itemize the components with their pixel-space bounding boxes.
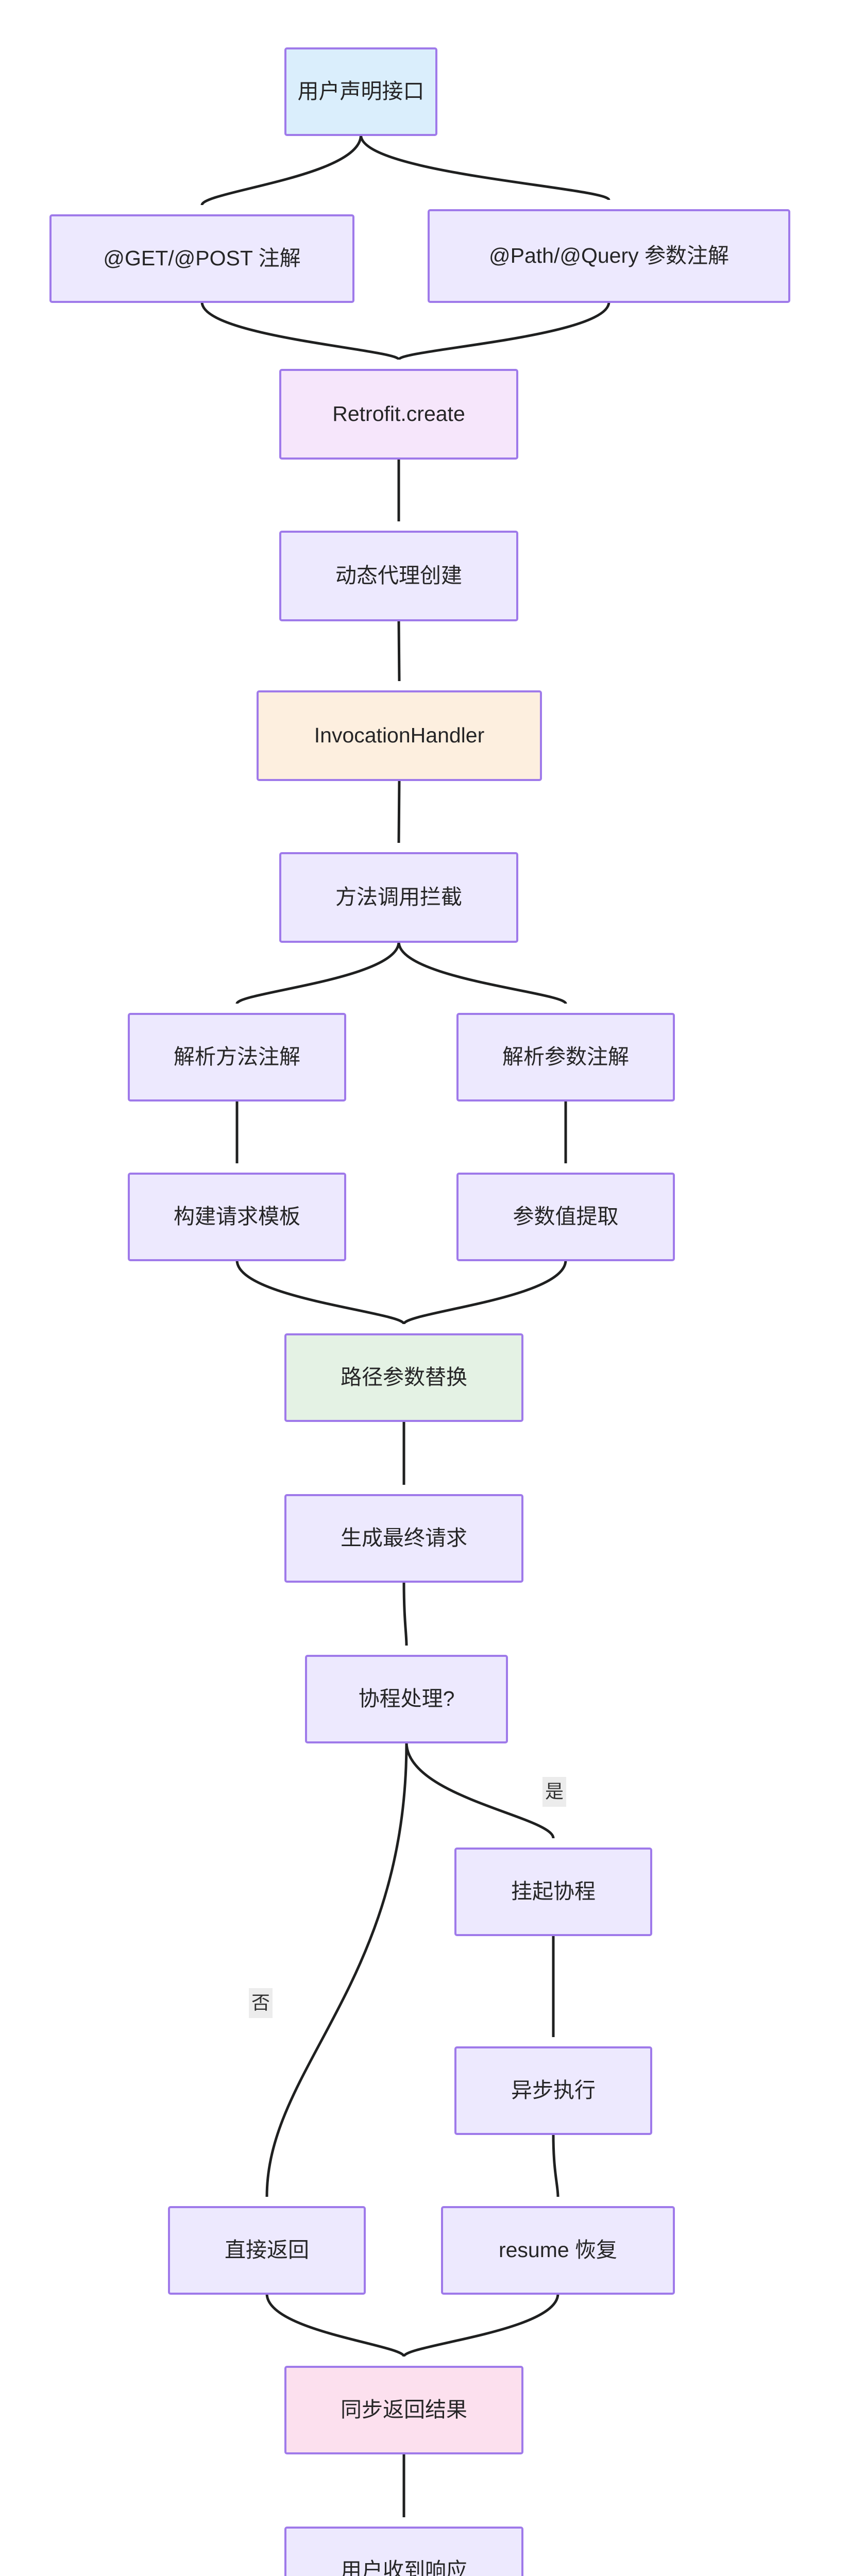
node-box xyxy=(279,369,518,460)
node-box xyxy=(168,2206,366,2295)
flow-node-n12[interactable]: 路径参数替换 xyxy=(284,1333,523,1422)
edge-n11-n12 xyxy=(402,1260,567,1325)
edge-label-no: 否 xyxy=(249,1988,273,2018)
flow-node-n16[interactable]: 异步执行 xyxy=(454,2046,652,2135)
node-label: 用户声明接口 xyxy=(298,79,425,103)
node-box xyxy=(284,2527,523,2576)
node-box xyxy=(428,209,790,303)
flow-node-n5[interactable]: 动态代理创建 xyxy=(279,531,518,621)
node-label: 异步执行 xyxy=(511,2078,596,2102)
node-box xyxy=(257,690,542,781)
edge-label-yes: 是 xyxy=(542,1777,566,1807)
flow-node-n7[interactable]: 方法调用拦截 xyxy=(279,852,518,943)
node-box xyxy=(284,47,437,136)
edge-n17-n19 xyxy=(265,2293,405,2358)
edge-n18-n19 xyxy=(402,2293,559,2358)
node-box xyxy=(305,1655,508,1743)
node-label: 方法调用拦截 xyxy=(335,885,462,909)
node-label: 解析方法注解 xyxy=(174,1045,300,1069)
node-box xyxy=(128,1173,346,1261)
edge-label-background xyxy=(249,1988,273,2018)
edge-label-text: 是 xyxy=(545,1781,564,1802)
flow-node-n9[interactable]: 解析参数注解 xyxy=(456,1013,675,1101)
flow-node-n20[interactable]: 用户收到响应 xyxy=(284,2527,523,2576)
edge-labels-layer: 是否 xyxy=(249,1777,566,2018)
node-label: 解析参数注解 xyxy=(502,1045,629,1069)
edge-label-text: 否 xyxy=(251,1992,270,2013)
node-label: resume 恢复 xyxy=(499,2238,617,2262)
node-box xyxy=(284,1333,523,1422)
node-box xyxy=(454,1848,652,1936)
node-box xyxy=(128,1013,346,1101)
node-label: 路径参数替换 xyxy=(341,1365,467,1389)
node-label: 参数值提取 xyxy=(513,1205,619,1228)
edge-n13-n14 xyxy=(402,1581,408,1646)
flow-node-n1[interactable]: 用户声明接口 xyxy=(284,47,437,136)
node-box xyxy=(454,2046,652,2135)
flow-node-n11[interactable]: 参数值提取 xyxy=(456,1173,675,1261)
node-label: @GET/@POST 注解 xyxy=(103,246,300,270)
node-label: Retrofit.create xyxy=(332,402,465,426)
flow-node-n14[interactable]: 协程处理? xyxy=(305,1655,508,1743)
node-box xyxy=(284,2366,523,2454)
node-label: InvocationHandler xyxy=(314,723,484,747)
edge-n1-n3 xyxy=(360,134,610,201)
edge-n2-n4 xyxy=(200,301,400,361)
node-box xyxy=(456,1013,675,1101)
node-label: 动态代理创建 xyxy=(335,564,462,587)
node-label: 挂起协程 xyxy=(511,1879,596,1903)
flow-node-n18[interactable]: resume 恢复 xyxy=(441,2206,675,2295)
flow-node-n13[interactable]: 生成最终请求 xyxy=(284,1494,523,1583)
nodes-layer: 用户声明接口 @GET/@POST 注解 @Path/@Query 参数注解 Retr… xyxy=(49,47,790,2576)
flow-node-n2[interactable]: @GET/@POST 注解 xyxy=(49,214,354,303)
flow-node-n3[interactable]: @Path/@Query 参数注解 xyxy=(428,209,790,303)
flow-node-n19[interactable]: 同步返回结果 xyxy=(284,2366,523,2454)
flow-node-n8[interactable]: 解析方法注解 xyxy=(128,1013,346,1101)
edge-n10-n12 xyxy=(235,1260,405,1325)
node-box xyxy=(279,531,518,621)
node-label: 直接返回 xyxy=(225,2238,309,2262)
edge-n1-n2 xyxy=(200,134,362,206)
flow-node-n17[interactable]: 直接返回 xyxy=(168,2206,366,2295)
flow-node-n10[interactable]: 构建请求模板 xyxy=(128,1173,346,1261)
node-label: 构建请求模板 xyxy=(174,1205,300,1228)
node-label: 用户收到响应 xyxy=(341,2558,467,2576)
edge-n7-n8 xyxy=(235,941,400,1005)
edge-n7-n9 xyxy=(397,941,567,1005)
node-box xyxy=(456,1173,675,1261)
edge-n3-n4 xyxy=(397,301,610,361)
node-box xyxy=(441,2206,675,2295)
node-label: 生成最终请求 xyxy=(341,1526,467,1550)
edge-n14-n15 xyxy=(405,1742,555,1839)
flow-node-n15[interactable]: 挂起协程 xyxy=(454,1848,652,1936)
node-label: @Path/@Query 参数注解 xyxy=(489,244,729,267)
node-label: 协程处理? xyxy=(359,1687,455,1710)
node-box xyxy=(284,1494,523,1583)
edge-label-background xyxy=(542,1777,566,1807)
edge-n14-n17 xyxy=(265,1742,408,2197)
flow-node-n6[interactable]: InvocationHandler xyxy=(257,690,542,781)
node-box xyxy=(279,852,518,943)
flow-node-n4[interactable]: Retrofit.create xyxy=(279,369,518,460)
edge-n16-n18 xyxy=(552,2133,559,2197)
node-label: 同步返回结果 xyxy=(341,2398,467,2421)
node-box xyxy=(49,214,354,303)
